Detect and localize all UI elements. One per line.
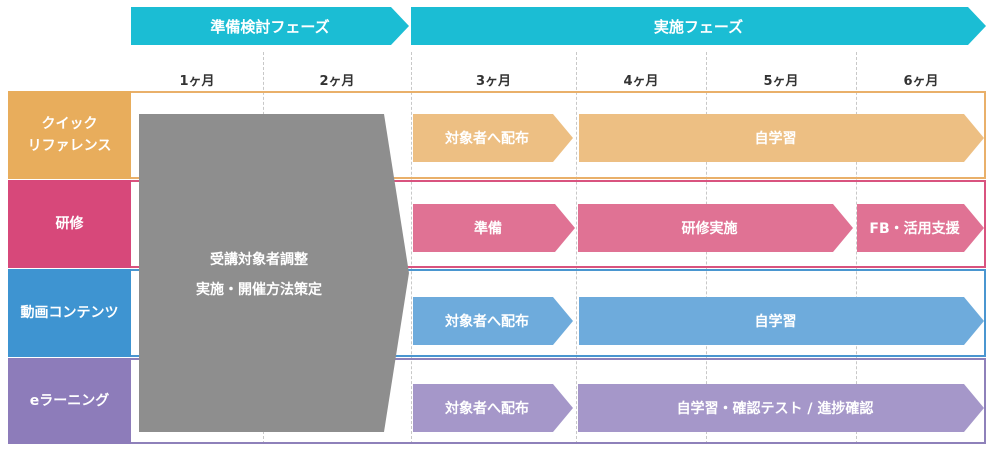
task-label: 対象者へ配布 (445, 401, 529, 417)
prep-block-text: 受講対象者調整 実施・開催方法策定 (139, 245, 379, 305)
phase-prep-label: 準備検討フェーズ (210, 17, 330, 36)
prep-line: 受講対象者調整 (210, 252, 308, 268)
task-arrow: FB・活用支援 (857, 204, 984, 252)
task-label: 準備 (474, 221, 502, 237)
task-arrow: 対象者へ配布 (413, 384, 573, 432)
task-label: 自学習 (754, 314, 797, 330)
task-arrow: 対象者へ配布 (413, 297, 573, 345)
row-label-quick-reference: クイック リファレンス (8, 91, 131, 179)
month-6: 6ヶ月 (903, 73, 939, 89)
row-label-line: 研修 (55, 216, 84, 232)
prep-line: 実施・開催方法策定 (196, 282, 322, 298)
task-label: 自学習・確認テスト / 進捗確認 (676, 401, 874, 417)
month-divider (576, 52, 577, 444)
task-arrow: 自学習 (579, 297, 984, 345)
row-label-line: リファレンス (27, 138, 112, 154)
task-arrow: 準備 (413, 204, 575, 252)
task-label: 対象者へ配布 (445, 131, 529, 147)
task-arrow: 自学習 (579, 114, 984, 162)
task-label: 研修実施 (681, 221, 738, 237)
row-label-video: 動画コンテンツ (8, 269, 131, 357)
month-3: 3ヶ月 (475, 73, 512, 89)
task-arrow: 自学習・確認テスト / 進捗確認 (578, 384, 984, 432)
task-label: 対象者へ配布 (445, 314, 529, 330)
month-5: 5ヶ月 (763, 73, 799, 89)
month-divider (856, 52, 857, 444)
month-2: 2ヶ月 (319, 73, 355, 89)
task-arrow: 対象者へ配布 (413, 114, 573, 162)
task-label: FB・活用支援 (869, 221, 960, 237)
phase-impl-label: 実施フェーズ (653, 17, 744, 36)
row-label-training: 研修 (8, 180, 131, 268)
month-divider (411, 52, 412, 444)
phase-impl-arrow: 実施フェーズ (411, 7, 986, 45)
row-label-elearning: eラーニング (8, 358, 131, 444)
month-4: 4ヶ月 (623, 73, 659, 89)
month-1: 1ヶ月 (179, 73, 215, 89)
phase-prep-arrow: 準備検討フェーズ (131, 7, 409, 45)
task-arrow: 研修実施 (578, 204, 853, 252)
row-label-line: クイック (41, 116, 98, 132)
row-label-line: eラーニング (29, 393, 110, 409)
row-label-line: 動画コンテンツ (20, 305, 119, 321)
prep-block-arrow (139, 114, 409, 432)
task-label: 自学習 (754, 131, 797, 147)
